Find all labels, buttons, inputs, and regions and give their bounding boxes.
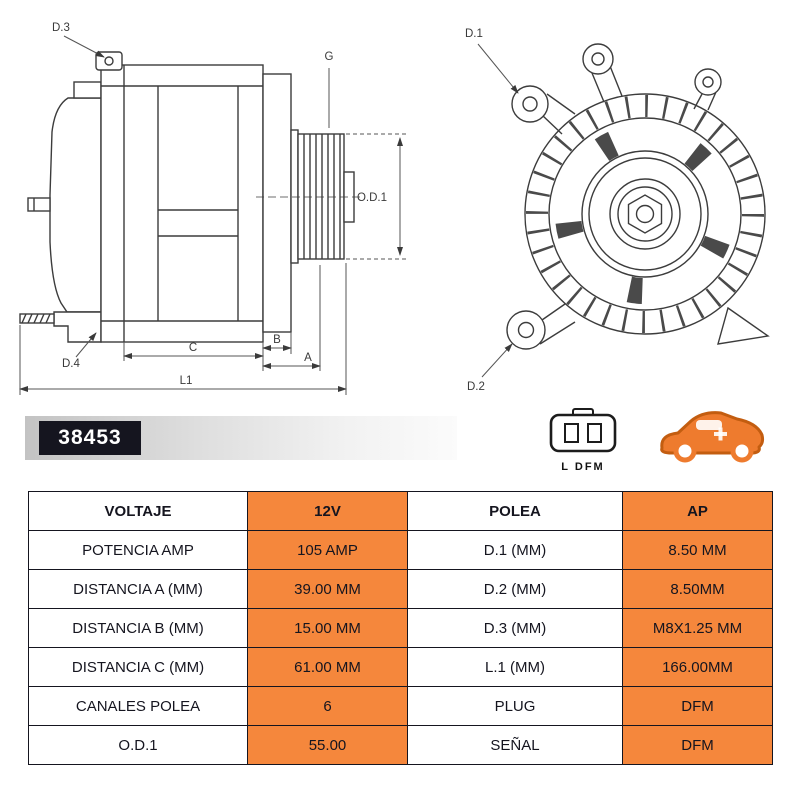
spec-label-cell: PLUG <box>407 686 623 726</box>
connector-label: L DFM <box>561 461 605 473</box>
spec-label-cell: DISTANCIA A (MM) <box>28 569 248 609</box>
spec-label-cell: L.1 (MM) <box>407 647 623 687</box>
spec-value-cell: 55.00 <box>247 725 408 765</box>
spec-value-cell: 6 <box>247 686 408 726</box>
dim-label-c: C <box>189 342 197 354</box>
side-view-drawing: D.3 D.4 G O.D.1 B C A L1 <box>6 10 438 408</box>
spec-value-cell: 15.00 MM <box>247 608 408 648</box>
table-row: O.D.1 55.00 SEÑAL DFM <box>28 725 773 765</box>
spec-label-cell: O.D.1 <box>28 725 248 765</box>
part-number-banner: 38453 <box>25 416 457 460</box>
spec-label-cell: POLEA <box>407 491 623 531</box>
spec-value-cell: DFM <box>622 686 773 726</box>
dim-label-l1: L1 <box>180 375 193 387</box>
part-number: 38453 <box>39 421 141 455</box>
spec-label-cell: DISTANCIA C (MM) <box>28 647 248 687</box>
spec-label-cell: SEÑAL <box>407 725 623 765</box>
spec-label-cell: D.3 (MM) <box>407 608 623 648</box>
spec-value-cell: 61.00 MM <box>247 647 408 687</box>
spec-value-cell: M8X1.25 MM <box>622 608 773 648</box>
front-view-svg: D.1 D.2 <box>465 28 770 393</box>
table-row: CANALES POLEA 6 PLUG DFM <box>28 686 773 726</box>
dim-label-b: B <box>273 334 281 346</box>
dim-label-d1: D.1 <box>465 28 483 40</box>
spec-value-cell: 166.00MM <box>622 647 773 687</box>
dim-label-od1: O.D.1 <box>357 192 387 204</box>
spec-label-cell: CANALES POLEA <box>28 686 248 726</box>
alternator-front-body <box>524 93 766 335</box>
spec-value-cell: 12V <box>247 491 408 531</box>
table-row: POTENCIA AMP 105 AMP D.1 (MM) 8.50 MM <box>28 530 773 570</box>
spec-label-cell: DISTANCIA B (MM) <box>28 608 248 648</box>
front-leaders <box>477 43 519 378</box>
spec-label-cell: VOLTAJE <box>28 491 248 531</box>
spec-value-cell: 8.50 MM <box>622 530 773 570</box>
dimension-lines <box>19 35 408 395</box>
table-row: DISTANCIA A (MM) 39.00 MM D.2 (MM) 8.50M… <box>28 569 773 609</box>
alternator-side-body <box>19 51 360 343</box>
spec-label-cell: POTENCIA AMP <box>28 530 248 570</box>
spec-value-cell: 105 AMP <box>247 530 408 570</box>
dim-label-d3: D.3 <box>52 22 70 34</box>
plug-connector: L DFM <box>542 407 624 473</box>
dim-label-d4: D.4 <box>62 358 81 370</box>
spec-value-cell: 8.50MM <box>622 569 773 609</box>
front-view-drawing: D.1 D.2 <box>450 14 798 406</box>
table-row: DISTANCIA C (MM) 61.00 MM L.1 (MM) 166.0… <box>28 647 773 687</box>
spec-label-cell: D.1 (MM) <box>407 530 623 570</box>
table-row: VOLTAJE 12V POLEA AP <box>28 491 773 531</box>
spec-value-cell: 39.00 MM <box>247 569 408 609</box>
mounting-lugs <box>506 43 770 350</box>
dim-label-a: A <box>304 352 312 364</box>
spec-value-cell: AP <box>622 491 773 531</box>
car-logo <box>656 402 770 466</box>
dim-label-g: G <box>325 51 334 63</box>
spec-value-cell: DFM <box>622 725 773 765</box>
dim-label-d2: D.2 <box>467 381 485 393</box>
side-view-svg: D.3 D.4 G O.D.1 B C A L1 <box>19 22 408 395</box>
car-icon <box>660 411 765 463</box>
spec-label-cell: D.2 (MM) <box>407 569 623 609</box>
table-row: DISTANCIA B (MM) 15.00 MM D.3 (MM) M8X1.… <box>28 608 773 648</box>
connector-icon <box>549 408 617 453</box>
spec-table: VOLTAJE 12V POLEA AP POTENCIA AMP 105 AM… <box>28 491 773 765</box>
